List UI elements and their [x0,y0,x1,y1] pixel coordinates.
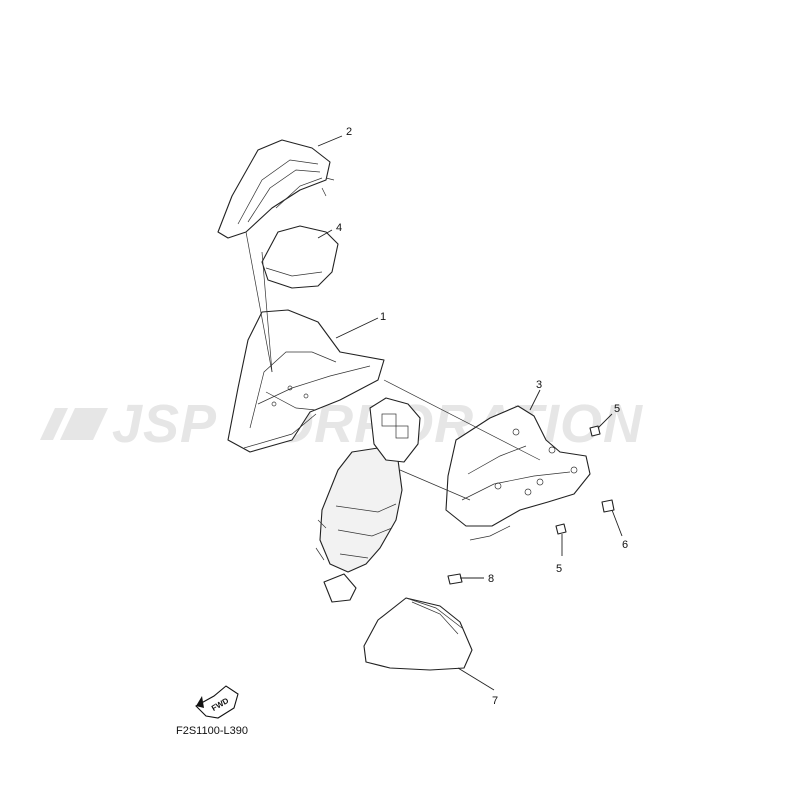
callout-8: 8 [488,573,494,585]
callout-5-lower: 5 [556,563,562,575]
part-2-top-cover [217,139,335,239]
callout-2: 2 [346,126,352,138]
fwd-arrow-icon: FWD [195,685,239,719]
part-3-bracket [445,405,591,541]
callout-3: 3 [536,379,542,391]
callout-6: 6 [622,539,628,551]
callout-5-upper: 5 [614,403,620,415]
leader-lines [245,135,623,691]
part-5-screw-upper [589,425,601,437]
part-4-pad [261,225,339,289]
callout-7: 7 [492,695,498,707]
part-6-screw [601,499,615,513]
drawing-code: F2S1100-L390 [176,725,248,737]
callout-1: 1 [380,311,386,323]
part-8-screw [447,573,463,585]
callout-4: 4 [336,222,342,234]
part-5-screw-lower [555,523,567,535]
part-7-lower-cover [363,597,473,671]
steering-assembly [315,397,421,603]
